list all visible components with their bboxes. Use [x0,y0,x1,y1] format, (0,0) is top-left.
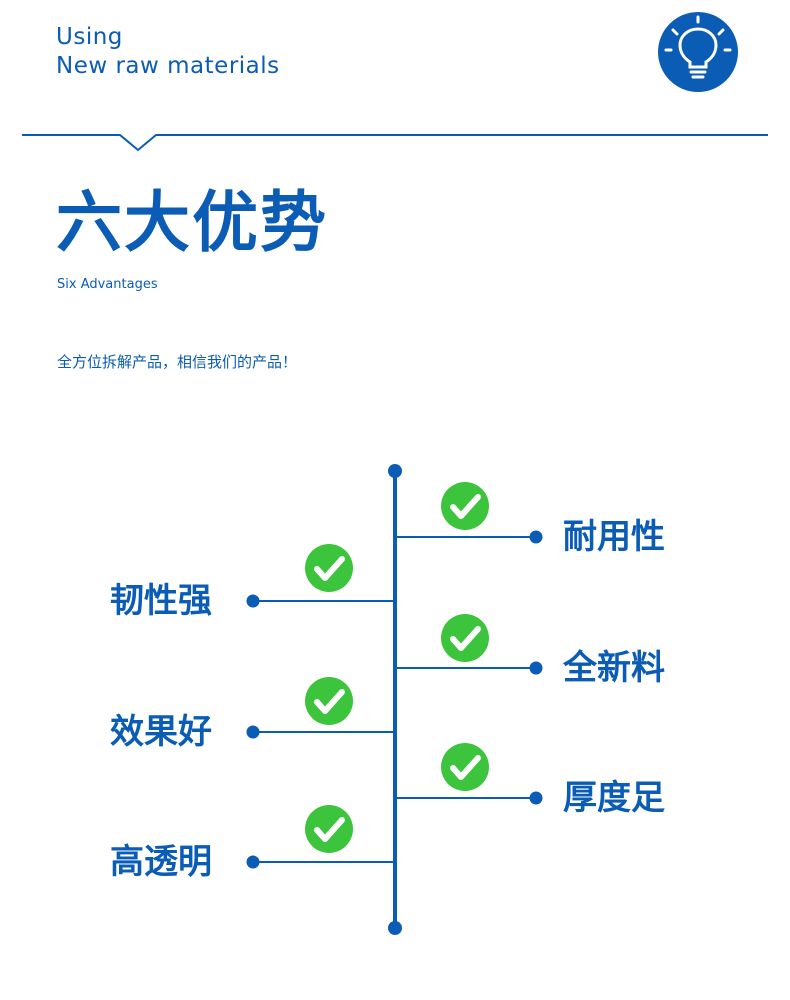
feature-right-3: 厚度足 [563,778,665,818]
feature-right-2: 全新料 [563,648,665,688]
feature-left-1: 韧性强 [110,581,212,621]
spine-top-dot [388,464,402,478]
branch-right-3 [395,791,543,805]
branch-left-2 [246,725,395,739]
branch-right-1 [395,530,543,544]
header-divider [22,134,768,152]
page-title: 六大优势 [56,184,328,261]
tagline: 全方位拆解产品，相信我们的产品！ [57,353,298,371]
feature-left-3: 高透明 [110,842,212,882]
page-subtitle: Six Advantages [57,277,158,292]
check-circle-icon [441,482,489,530]
lightbulb-badge [658,12,738,92]
header-line-using: Using [56,24,123,50]
feature-left-2: 效果好 [110,712,212,752]
feature-right-1: 耐用性 [563,517,665,557]
header-line-new-raw-materials: New raw materials [56,53,280,79]
check-circle-icon [305,677,353,725]
check-circle-icon [305,544,353,592]
check-circle-icon [441,743,489,791]
spine-bottom-dot [388,921,402,935]
branch-left-1 [246,594,395,608]
lightbulb-icon [664,15,732,79]
check-circle-icon [441,614,489,662]
check-circle-icon [305,805,353,853]
advantages-diagram [246,464,543,935]
branch-left-3 [246,855,395,869]
branch-right-2 [395,661,543,675]
